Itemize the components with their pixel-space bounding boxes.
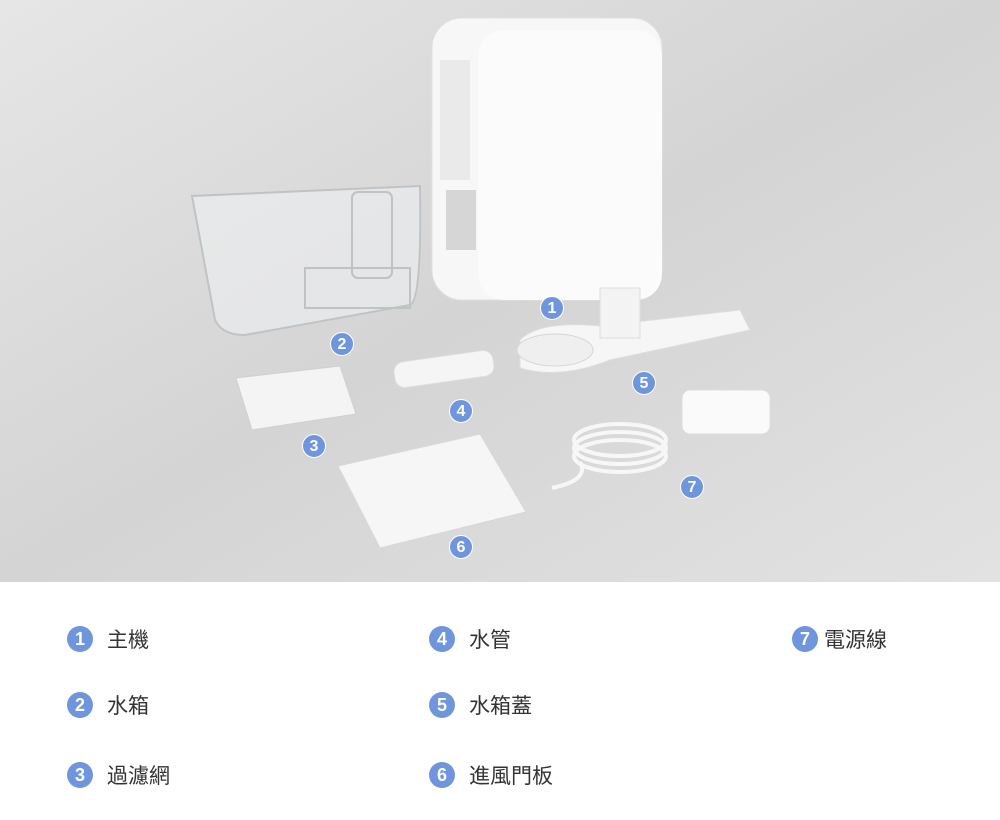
marker-3: 3 [302,434,326,458]
legend-label: 水箱 [107,694,149,718]
number-badge: 2 [67,692,93,718]
legend-label: 過濾網 [107,764,170,788]
marker-6: 6 [449,535,473,559]
legend-item-1: 1 主機 [67,624,149,654]
legend-label: 進風門板 [469,764,553,788]
number-badge: 4 [429,626,455,652]
number-badge: 7 [792,626,818,652]
number-badge: 5 [429,692,455,718]
legend-item-3: 3 過濾網 [67,760,170,790]
water-tube [393,349,495,389]
marker-5: 5 [632,371,656,395]
product-photo [0,0,1000,582]
main-unit [431,17,663,301]
legend-label: 主機 [107,628,149,652]
number-badge: 3 [67,762,93,788]
legend-item-6: 6 進風門板 [429,760,553,790]
marker-2: 2 [330,332,354,356]
filter [235,365,357,431]
legend-item-4: 4 水管 [429,624,511,654]
number-badge: 6 [429,762,455,788]
marker-7: 7 [680,475,704,499]
legend-label: 水管 [469,628,511,652]
intake-panel [337,433,527,549]
legend-label: 水箱蓋 [469,694,532,718]
power-cord [551,389,771,490]
water-tank [190,184,422,337]
marker-1: 1 [540,296,564,320]
legend-label: 電源線 [824,628,887,652]
marker-4: 4 [449,399,473,423]
legend-item-5: 5 水箱蓋 [429,690,532,720]
legend-item-2: 2 水箱 [67,690,149,720]
water-tank-lid [516,287,751,373]
number-badge: 1 [67,626,93,652]
